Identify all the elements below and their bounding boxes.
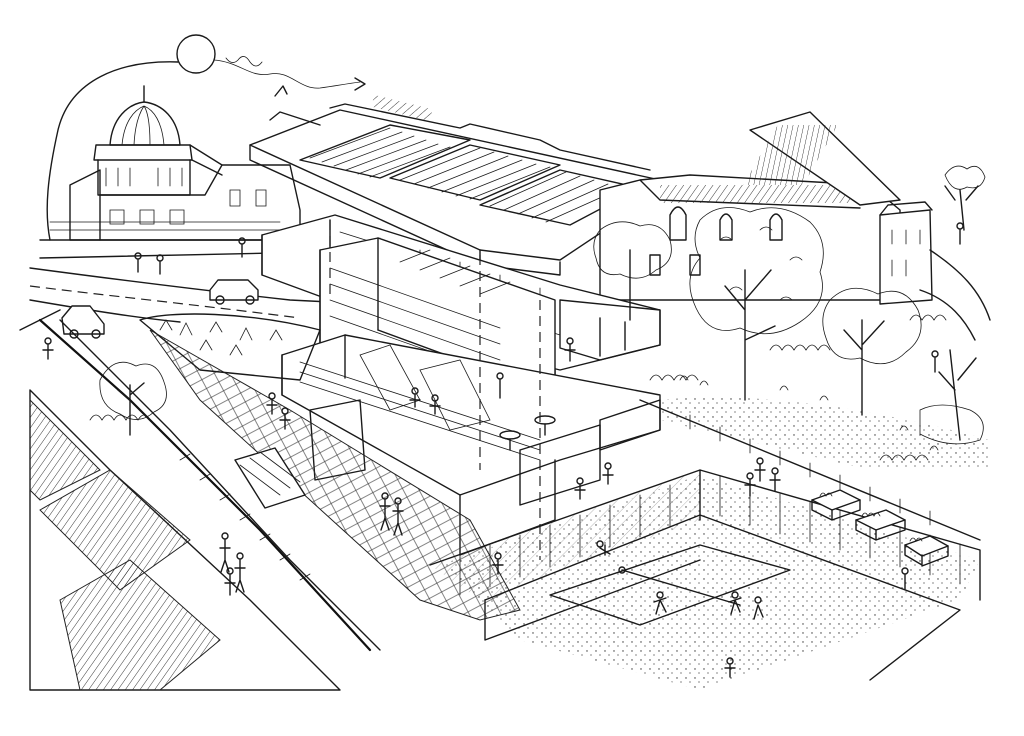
sawtooth-roof-hall: [249, 94, 661, 276]
garden-bed: [139, 313, 321, 381]
right-road: [919, 165, 991, 341]
gothic-building: [599, 111, 933, 305]
tree-icon: [822, 287, 922, 416]
shrubs: [89, 314, 947, 461]
lawn: [660, 375, 990, 470]
tree-icon: [593, 221, 672, 321]
tree-icon: [99, 361, 167, 436]
left-buildings: [29, 318, 381, 691]
planter-boxes: [811, 489, 949, 567]
cutaway-building: [261, 214, 661, 560]
car-icon: [61, 305, 105, 339]
sun-path: [46, 34, 366, 241]
car-icon: [209, 279, 259, 305]
tree-icon: [689, 207, 824, 401]
domed-building: [39, 85, 321, 259]
people-figures: [42, 222, 964, 678]
